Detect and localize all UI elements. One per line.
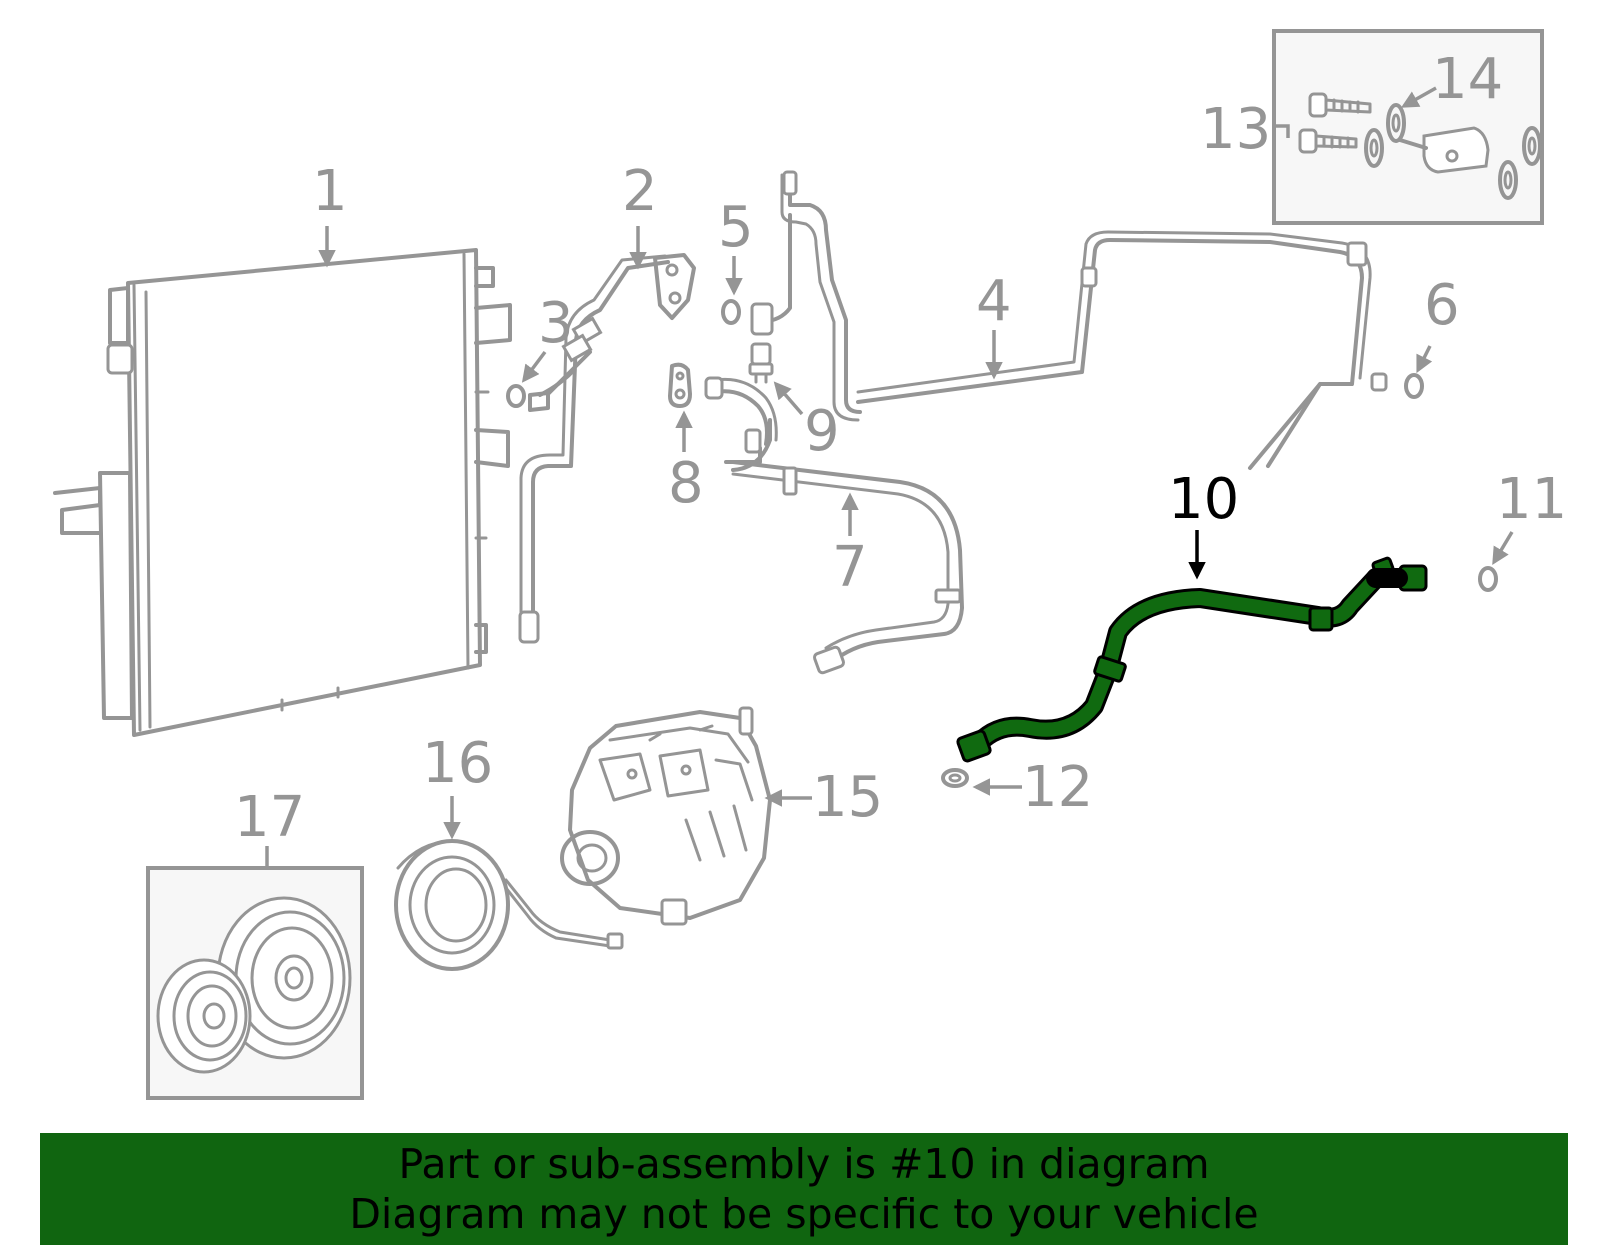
clutch-coil-part-16 — [394, 839, 624, 971]
compressor-part-15 — [560, 706, 772, 926]
callout-8: 8 — [668, 451, 704, 516]
pressure-switch-part-9 — [704, 342, 778, 446]
gasket-part-8 — [668, 362, 692, 408]
callout-6: 6 — [1424, 273, 1460, 338]
callout-16: 16 — [422, 731, 493, 796]
callout-15: 15 — [812, 765, 883, 830]
o-ring-part-11 — [1478, 566, 1498, 592]
gasket-part-12 — [941, 768, 969, 788]
liquid-line-part-4 — [856, 230, 1388, 470]
discharge-hose-part-10 — [956, 556, 1428, 763]
banner-line-1: Part or sub-assembly is #10 in diagram — [398, 1140, 1210, 1188]
callout-11: 11 — [1496, 467, 1567, 532]
callout-9: 9 — [804, 399, 840, 464]
suction-line-upper — [750, 170, 862, 422]
callout-2: 2 — [622, 159, 658, 224]
callout-labels: 1 2 3 4 5 6 7 8 9 10 11 12 13 14 15 16 1… — [234, 47, 1567, 850]
hose-part-7 — [724, 418, 964, 675]
o-ring-part-6 — [1404, 373, 1424, 399]
callout-13: 13 — [1200, 97, 1271, 162]
fastener-kit-box-13-14 — [1272, 29, 1544, 225]
banner-line-2: Diagram may not be specific to your vehi… — [349, 1190, 1259, 1238]
leader-arrows — [265, 86, 1514, 866]
o-ring-part-3 — [506, 384, 526, 408]
callout-5: 5 — [718, 195, 754, 260]
condenser-part-1 — [53, 248, 512, 737]
callout-7: 7 — [832, 535, 868, 600]
o-ring-part-5 — [721, 299, 741, 325]
callout-4: 4 — [976, 269, 1012, 334]
callout-10: 10 — [1168, 467, 1239, 532]
callout-17: 17 — [234, 785, 305, 850]
callout-3: 3 — [538, 291, 574, 356]
callout-14: 14 — [1432, 47, 1503, 112]
callout-12: 12 — [1022, 755, 1093, 820]
info-banner: Part or sub-assembly is #10 in diagram D… — [40, 1133, 1568, 1245]
callout-1: 1 — [312, 159, 348, 224]
condenser-line-part-2 — [518, 253, 696, 644]
clutch-assembly-box-17 — [146, 866, 364, 1100]
